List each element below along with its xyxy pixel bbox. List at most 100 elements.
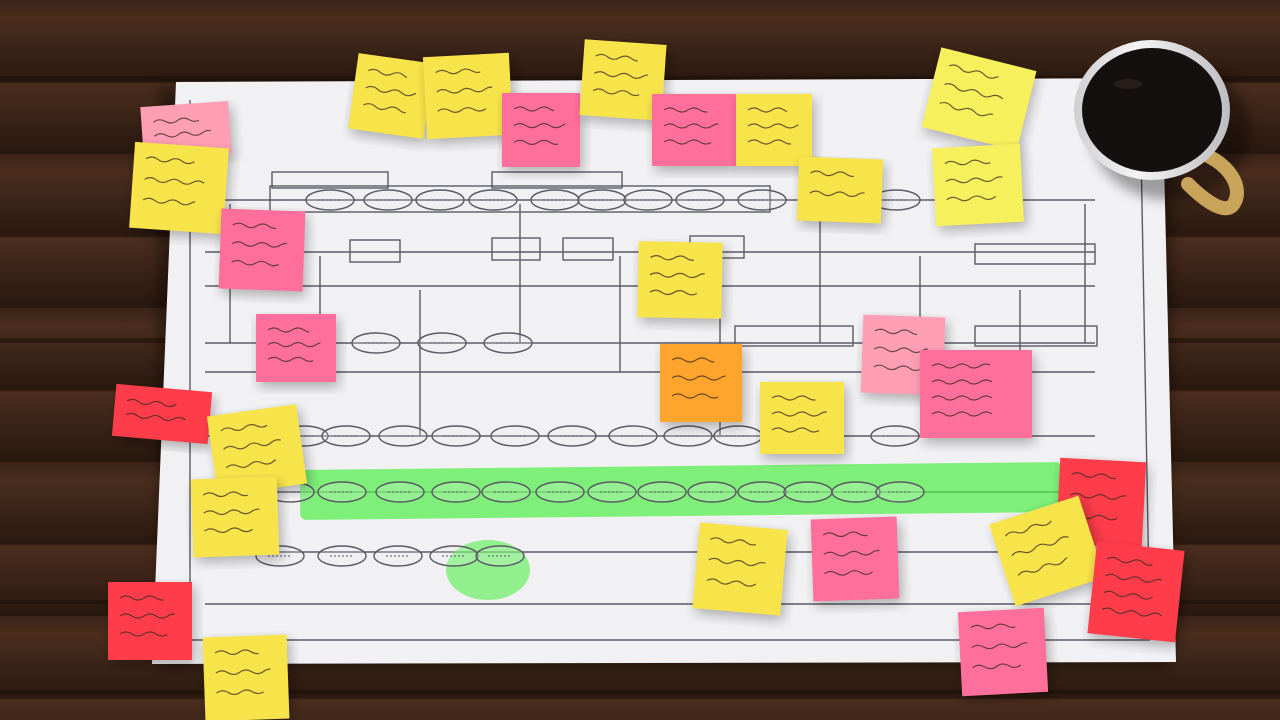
sticky-note-paper [206,404,308,496]
sticky-note-paper [932,143,1024,227]
sticky-note-handwriting [153,115,214,124]
sticky-note [129,141,232,240]
sticky-note-paper [652,94,736,166]
sticky-note-handwriting [873,364,934,372]
diagram-process-box [269,185,771,213]
sticky-note-handwriting [1101,607,1163,617]
diagram-process-box [349,239,401,263]
sticky-note [760,382,847,459]
sticky-note-handwriting [232,222,294,230]
sticky-note-paper [502,93,580,167]
sticky-note [810,516,903,607]
sticky-note-handwriting [363,103,424,114]
sticky-note-handwriting [1071,472,1132,480]
sticky-note-handwriting [595,53,656,62]
sticky-note-handwriting [931,411,993,417]
sticky-note [218,208,309,297]
sticky-note-handwriting [874,328,936,336]
sticky-note-handwriting [436,86,497,94]
sticky-note-handwriting [267,356,329,362]
sticky-note-paper [957,607,1049,697]
sticky-note-handwriting [513,106,575,112]
sticky-note-paper [190,476,280,558]
sticky-note-handwriting [671,393,733,399]
sticky-note-handwriting [437,105,498,113]
sticky-note [202,634,293,720]
sticky-note [1087,541,1188,648]
sticky-note-handwriting [671,375,733,381]
highlighter-stroke [299,462,1063,600]
sticky-note [502,93,583,172]
sticky-note-handwriting [747,107,809,113]
sticky-note-handwriting [119,631,181,637]
sticky-note-handwriting [824,569,885,576]
sticky-note [206,404,311,501]
sticky-note-paper [989,495,1105,607]
sticky-note-handwriting [931,379,993,385]
diagram-process-box [734,325,854,347]
sticky-note-handwriting [931,395,993,401]
sticky-note-handwriting [1017,555,1076,576]
sticky-note-handwriting [946,194,1007,202]
diagram-process-box [974,325,1098,347]
sticky-note-handwriting [435,67,496,75]
sticky-note-handwriting [944,158,1006,166]
diagram-process-box [974,243,1096,265]
sticky-note [190,476,283,563]
sticky-note-handwriting [594,71,655,79]
sticky-note-handwriting [810,170,871,178]
sticky-note-handwriting [663,107,725,113]
sticky-note-handwriting [220,420,281,432]
sticky-note [579,39,670,126]
sticky-note-handwriting [650,254,711,261]
sticky-note [111,383,215,450]
diagram-process-box [491,237,541,261]
sticky-note-handwriting [153,129,215,138]
sticky-note-handwriting [747,123,809,129]
sticky-note-paper [218,208,306,292]
sticky-note-handwriting [231,259,292,267]
sticky-note-handwriting [649,289,711,296]
sticky-note [736,94,815,171]
sticky-note-handwriting [1004,516,1063,537]
sticky-note-handwriting [203,508,265,516]
sticky-note-handwriting [972,662,1033,670]
sticky-note-handwriting [225,457,286,469]
sticky-note-handwriting [513,123,575,129]
sticky-note-handwriting [1011,536,1069,557]
sticky-note-paper [202,634,290,720]
sticky-note-handwriting [144,177,205,185]
sticky-note-handwriting [649,272,711,279]
diagram-process-box [271,171,389,189]
sticky-note-handwriting [663,123,725,129]
sticky-note-paper [660,344,742,422]
sticky-note-paper [111,383,213,445]
diagram-process-box [562,237,614,261]
sticky-note [637,241,726,324]
sticky-note-handwriting [368,68,429,80]
sticky-note-handwriting [592,88,654,97]
sticky-note-handwriting [216,688,277,696]
sticky-note-paper [579,39,667,121]
sticky-note-handwriting [1107,556,1168,566]
sticky-note [921,47,1039,157]
sticky-note [660,344,745,427]
sticky-note-paper [810,516,900,602]
sticky-note-handwriting [119,613,181,619]
sticky-note-handwriting [771,427,833,433]
sticky-note-handwriting [823,549,885,557]
sticky-note-handwriting [771,395,833,401]
sticky-note-handwriting [1105,573,1166,583]
sticky-note-handwriting [267,342,329,348]
sticky-note-paper [921,47,1037,151]
sticky-note-handwriting [671,357,733,363]
sticky-note-handwriting [822,530,884,538]
sticky-note-handwriting [231,241,293,248]
sticky-note-handwriting [1070,492,1131,500]
sticky-note [989,495,1110,611]
sticky-note [920,350,1035,443]
coffee-mug-icon [1074,40,1250,215]
sticky-note-handwriting [771,411,833,417]
